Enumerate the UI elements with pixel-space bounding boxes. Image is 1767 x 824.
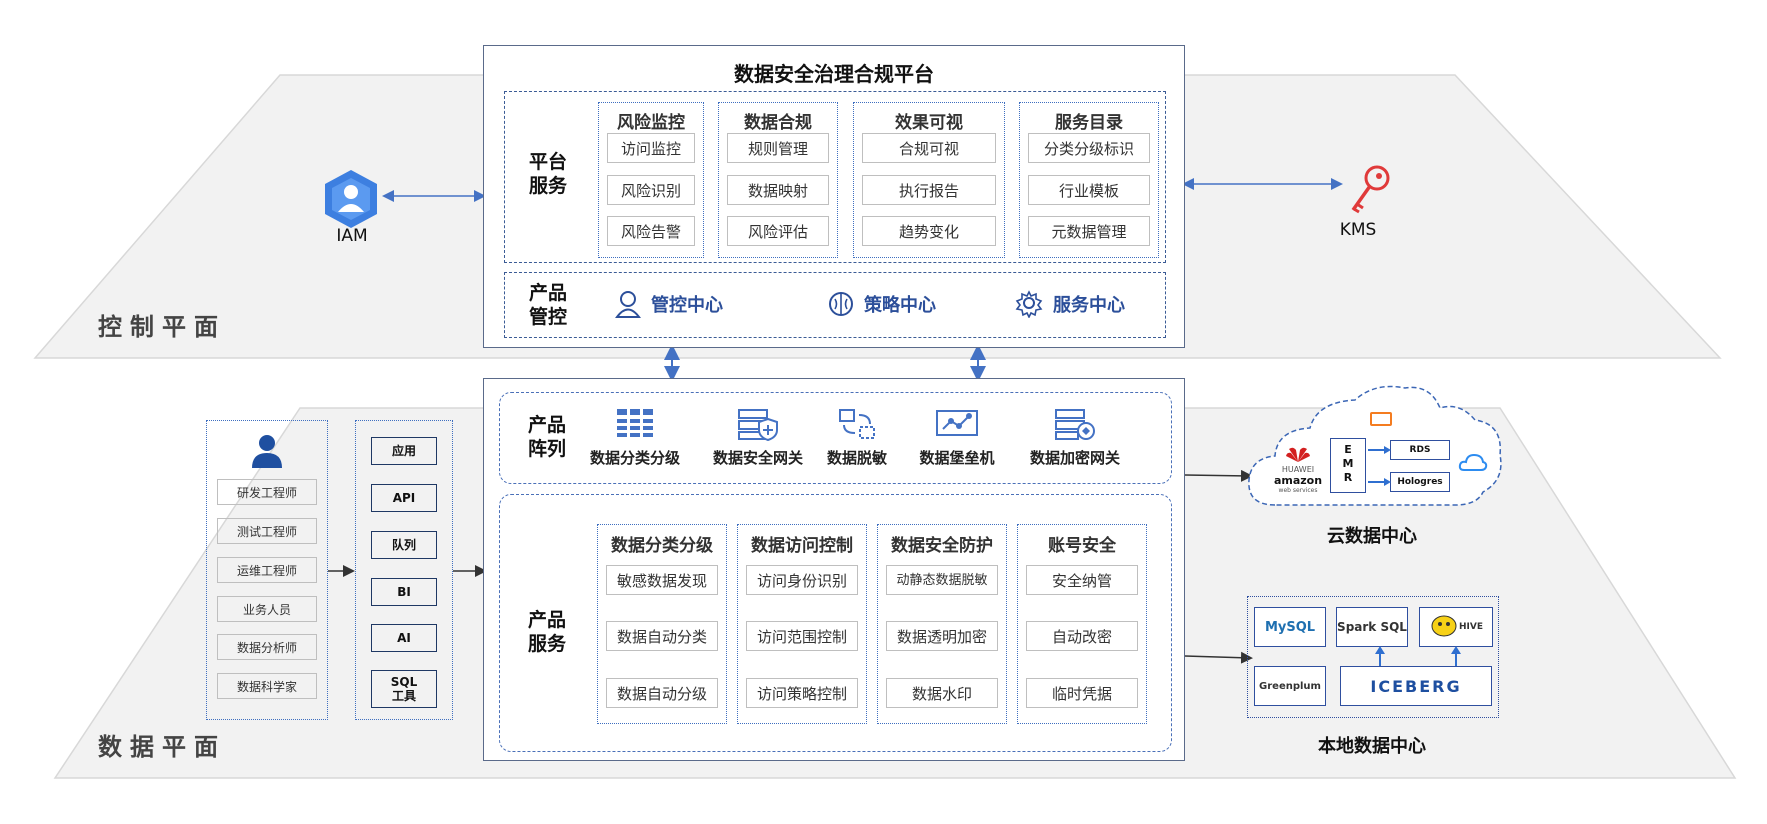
prod-classification[interactable]: 数据分类分级 — [580, 407, 690, 468]
tencent-cloud-icon — [1458, 452, 1488, 474]
channel-ai: AI — [371, 624, 437, 652]
svc-col-access-control: 数据访问控制 访问身份识别 访问范围控制 访问策略控制 — [737, 524, 867, 724]
item-trend[interactable]: 趋势变化 — [862, 216, 996, 246]
prod-bastion[interactable]: 数据堡垒机 — [902, 407, 1012, 468]
svc-temp-credential[interactable]: 临时凭据 — [1026, 678, 1138, 708]
shield-user-icon — [320, 168, 382, 230]
brain-icon — [829, 292, 853, 316]
kms-label: KMS — [1339, 220, 1377, 240]
cloud-dc-title: 云数据中心 — [1327, 526, 1417, 547]
item-metadata[interactable]: 元数据管理 — [1028, 216, 1150, 246]
col-data-compliance: 数据合规 规则管理 数据映射 风险评估 — [718, 102, 838, 258]
local-dc-title: 本地数据中心 — [1318, 736, 1426, 757]
item-exec-report[interactable]: 执行报告 — [862, 175, 996, 205]
product-matrix-label: 产品阵列 — [527, 414, 566, 460]
emr-arrows — [1368, 446, 1391, 486]
control-plane-label: 控制平面 — [98, 313, 226, 341]
bastion-icon — [936, 410, 978, 436]
channel-api: API — [371, 484, 437, 512]
col-risk-monitor: 风险监控 访问监控 风险识别 风险告警 — [598, 102, 704, 258]
svc-policy-control[interactable]: 访问策略控制 — [746, 678, 858, 708]
product-control-box: 产品管控 管控中心 策略中心 服务中心 — [504, 272, 1166, 338]
product-control-label: 产品管控 — [528, 282, 567, 328]
item-class-tag[interactable]: 分类分级标识 — [1028, 133, 1150, 163]
mysql-logo: MySQL — [1254, 607, 1326, 647]
hive-logo: HIVE — [1419, 607, 1493, 647]
item-compliance-visual[interactable]: 合规可视 — [862, 133, 996, 163]
prod-encrypt-gateway[interactable]: 数据加密网关 — [1020, 407, 1130, 468]
data-plane-label: 数据平面 — [98, 733, 226, 761]
hive-icon — [1431, 615, 1457, 637]
svc-auto-classify[interactable]: 数据自动分类 — [606, 621, 718, 651]
rds-box: RDS — [1390, 440, 1450, 460]
service-center[interactable]: 服务中心 — [1015, 290, 1125, 318]
svc-transparent-encrypt[interactable]: 数据透明加密 — [886, 621, 998, 651]
role-scientist: 数据科学家 — [217, 673, 317, 699]
grid-icon — [617, 409, 653, 437]
item-risk-assess[interactable]: 风险评估 — [727, 216, 829, 246]
local-dc-box — [1247, 596, 1499, 718]
control-center[interactable]: 管控中心 — [615, 290, 723, 318]
item-rule-manage[interactable]: 规则管理 — [727, 133, 829, 163]
product-services-box: 产品服务 数据分类分级 敏感数据发现 数据自动分类 数据自动分级 数据访问控制 … — [499, 494, 1172, 752]
platform-title: 数据安全治理合规平台 — [734, 62, 934, 86]
key-icon — [1345, 162, 1395, 216]
greenplum-logo: Greenplum — [1254, 666, 1326, 706]
local-arrows — [1375, 646, 1461, 666]
role-ops: 运维工程师 — [217, 557, 317, 583]
svc-auto-password[interactable]: 自动改密 — [1026, 621, 1138, 651]
role-business: 业务人员 — [217, 596, 317, 622]
svc-col-protection: 数据安全防护 动静态数据脱敏 数据透明加密 数据水印 — [877, 524, 1007, 724]
gear-icon — [1015, 290, 1043, 318]
emr-box: E M R — [1330, 438, 1366, 493]
platform-panel: 数据安全治理合规平台 平台服务 风险监控 访问监控 风险识别 风险告警 数据合规… — [483, 45, 1185, 348]
role-rd: 研发工程师 — [217, 479, 317, 505]
svc-watermark[interactable]: 数据水印 — [886, 678, 998, 708]
prod-gateway[interactable]: 数据安全网关 — [703, 407, 813, 468]
alibaba-cloud-icon — [1370, 412, 1392, 426]
person-icon — [615, 291, 641, 318]
svc-secure-manage[interactable]: 安全纳管 — [1026, 565, 1138, 595]
channel-sql-tool: SQL 工具 — [371, 670, 437, 708]
data-panel: 产品阵列 数据分类分级 数据安全网关 — [483, 378, 1185, 761]
users-box: 研发工程师 测试工程师 运维工程师 业务人员 数据分析师 数据科学家 — [206, 420, 328, 720]
policy-center[interactable]: 策略中心 — [828, 290, 936, 318]
hologres-box: Hologres — [1390, 472, 1450, 492]
svc-masking[interactable]: 动静态数据脱敏 — [886, 565, 998, 595]
mask-icon — [839, 409, 875, 439]
item-risk-alert[interactable]: 风险告警 — [607, 216, 695, 246]
channel-bi: BI — [371, 578, 437, 606]
col-effect-visual: 效果可视 合规可视 执行报告 趋势变化 — [853, 102, 1005, 258]
iam-label: IAM — [336, 226, 368, 246]
svc-col-classification: 数据分类分级 敏感数据发现 数据自动分类 数据自动分级 — [597, 524, 727, 724]
channel-queue: 队列 — [371, 531, 437, 559]
col-service-catalog: 服务目录 分类分级标识 行业模板 元数据管理 — [1019, 102, 1159, 258]
item-access-monitor[interactable]: 访问监控 — [607, 133, 695, 163]
spark-logo: Spark SQL — [1336, 607, 1408, 647]
channel-app: 应用 — [371, 437, 437, 465]
product-services-label: 产品服务 — [527, 609, 566, 655]
vendor-logos: HUAWEI amazon web services — [1270, 445, 1326, 505]
encrypt-icon — [1055, 409, 1095, 440]
channels-box: 应用 API 队列 BI AI SQL 工具 — [355, 420, 453, 720]
huawei-icon — [1286, 447, 1310, 462]
user-icon — [249, 433, 285, 469]
svc-col-account-security: 账号安全 安全纳管 自动改密 临时凭据 — [1017, 524, 1147, 724]
svc-scope-control[interactable]: 访问范围控制 — [746, 621, 858, 651]
prod-masking[interactable]: 数据脱敏 — [802, 407, 912, 468]
svc-auto-grade[interactable]: 数据自动分级 — [606, 678, 718, 708]
role-analyst: 数据分析师 — [217, 634, 317, 660]
platform-services-box: 平台服务 风险监控 访问监控 风险识别 风险告警 数据合规 规则管理 数据映射 … — [504, 91, 1166, 263]
role-test: 测试工程师 — [217, 518, 317, 544]
item-data-mapping[interactable]: 数据映射 — [727, 175, 829, 205]
gateway-icon — [738, 409, 778, 441]
iceberg-logo: ICEBERG — [1340, 666, 1492, 706]
item-risk-identify[interactable]: 风险识别 — [607, 175, 695, 205]
svc-sensitive-discovery[interactable]: 敏感数据发现 — [606, 565, 718, 595]
product-matrix-box: 产品阵列 数据分类分级 数据安全网关 — [499, 392, 1172, 484]
item-industry-template[interactable]: 行业模板 — [1028, 175, 1150, 205]
platform-services-label: 平台服务 — [528, 151, 567, 197]
svc-identity[interactable]: 访问身份识别 — [746, 565, 858, 595]
